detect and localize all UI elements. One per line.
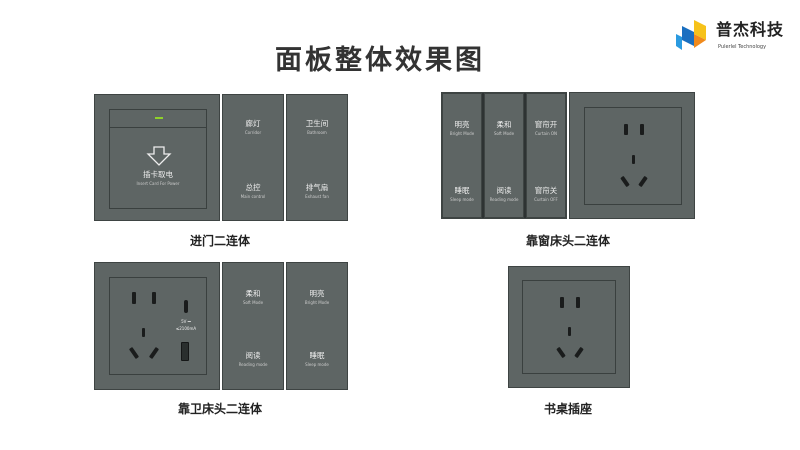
usb-spec: 5V ⎓ ≤2100mA xyxy=(168,318,204,332)
key-label-en: Soft Mode xyxy=(242,300,264,305)
socket-hole xyxy=(632,155,635,164)
socket-hole xyxy=(142,328,145,337)
key-label: 阅读 xyxy=(245,351,261,360)
caption-desk: 书桌插座 xyxy=(543,402,592,416)
key-label: 阅读 xyxy=(496,186,512,195)
socket-hole xyxy=(556,346,566,359)
key-label-en: Soft Mode xyxy=(493,131,515,136)
switch-bright-sleep[interactable]: 明亮 Bright Mode 睡眠 Sleep mode xyxy=(286,262,348,390)
usb-socket[interactable]: 5V ⎓ ≤2100mA xyxy=(94,262,220,390)
socket-hole xyxy=(638,175,648,188)
key-label: 睡眠 xyxy=(454,186,470,195)
key-label-en: Bright Mode xyxy=(449,131,475,136)
socket-hole xyxy=(128,346,140,360)
caption-bath-bedside: 靠卫床头二连体 xyxy=(177,402,262,416)
caption-entry: 进门二连体 xyxy=(189,234,250,248)
key-label-en: Curtain ON xyxy=(534,131,558,136)
usb-spec-1: 5V ⎓ xyxy=(181,319,191,324)
key-label-en: Sleep mode xyxy=(305,362,329,367)
usb-c-port[interactable] xyxy=(184,300,188,313)
company-logo: 普杰科技 Pulerlel Technology xyxy=(672,18,792,62)
switch-corridor-main[interactable]: 廊灯 Corridor 总控 Main control xyxy=(222,94,284,221)
switch-soft-reading[interactable]: 柔和 Soft Mode 阅读 Reading mode xyxy=(222,262,284,390)
logo-icon xyxy=(676,20,706,50)
key-label: 明亮 xyxy=(454,120,470,129)
key-label-en: Reading mode xyxy=(489,197,519,202)
socket-hole xyxy=(132,292,136,304)
key-col-2[interactable]: 柔和 Soft Mode 阅读 Reading mode xyxy=(484,93,524,218)
logo-text: 普杰科技 xyxy=(716,20,785,39)
key-label-en: Sleep mode xyxy=(450,197,474,202)
key-label-en: Main control xyxy=(240,194,266,199)
key-label-en: Corridor xyxy=(244,130,262,135)
caption-window-bedside: 靠窗床头二连体 xyxy=(525,234,610,248)
indicator-light xyxy=(155,117,163,119)
switch-bedside-window[interactable]: 明亮 Bright Mode 睡眠 Sleep mode 柔和 Soft Mode 阅… xyxy=(441,92,567,219)
card-slot-frame: 插卡取电 Insert Card For Power xyxy=(109,109,207,209)
card-power-switch[interactable]: 插卡取电 Insert Card For Power xyxy=(94,94,220,221)
socket-hole xyxy=(620,175,630,188)
key-label-en: Bright Mode xyxy=(304,300,330,305)
key-label-en: Exhaust fan xyxy=(305,194,329,199)
key-label: 排气扇 xyxy=(305,183,329,192)
key-col-1[interactable]: 明亮 Bright Mode 睡眠 Sleep mode xyxy=(442,93,482,218)
arrow-down-icon xyxy=(146,146,172,166)
key-col-3[interactable]: 窗帘开 Curtain ON 窗帘关 Curtain OFF xyxy=(526,93,566,218)
key-label: 明亮 xyxy=(309,289,325,298)
card-label: 插卡取电 xyxy=(143,170,173,179)
switch-bathroom-fan[interactable]: 卫生间 Bathroom 排气扇 Exhaust fan xyxy=(286,94,348,221)
desk-socket[interactable] xyxy=(508,266,630,388)
key-label-en: Reading mode xyxy=(238,362,268,367)
key-label: 窗帘开 xyxy=(534,120,558,129)
socket-hole xyxy=(560,297,564,308)
key-label: 总控 xyxy=(245,183,261,192)
key-label: 柔和 xyxy=(496,120,512,129)
key-label: 睡眠 xyxy=(309,351,325,360)
socket-hole xyxy=(640,124,644,135)
usb-spec-2: ≤2100mA xyxy=(175,326,197,331)
key-label-en: Bathroom xyxy=(307,130,327,135)
key-label: 柔和 xyxy=(245,289,261,298)
socket-hole xyxy=(148,346,160,360)
key-label: 廊灯 xyxy=(245,119,261,128)
key-label: 卫生间 xyxy=(305,119,329,128)
socket-hole xyxy=(624,124,628,135)
socket-hole xyxy=(574,346,584,359)
five-hole-socket[interactable] xyxy=(569,92,695,219)
socket-hole xyxy=(576,297,580,308)
key-label-en: Curtain OFF xyxy=(534,197,558,202)
socket-hole xyxy=(152,292,156,304)
key-label: 窗帘关 xyxy=(534,186,558,195)
usb-a-port[interactable] xyxy=(181,342,189,361)
socket-hole xyxy=(568,327,571,336)
logo-subtitle: Pulerlel Technology xyxy=(718,44,767,50)
page-title: 面板整体效果图 xyxy=(275,45,485,76)
card-label-en: Insert Card For Power xyxy=(136,181,180,186)
